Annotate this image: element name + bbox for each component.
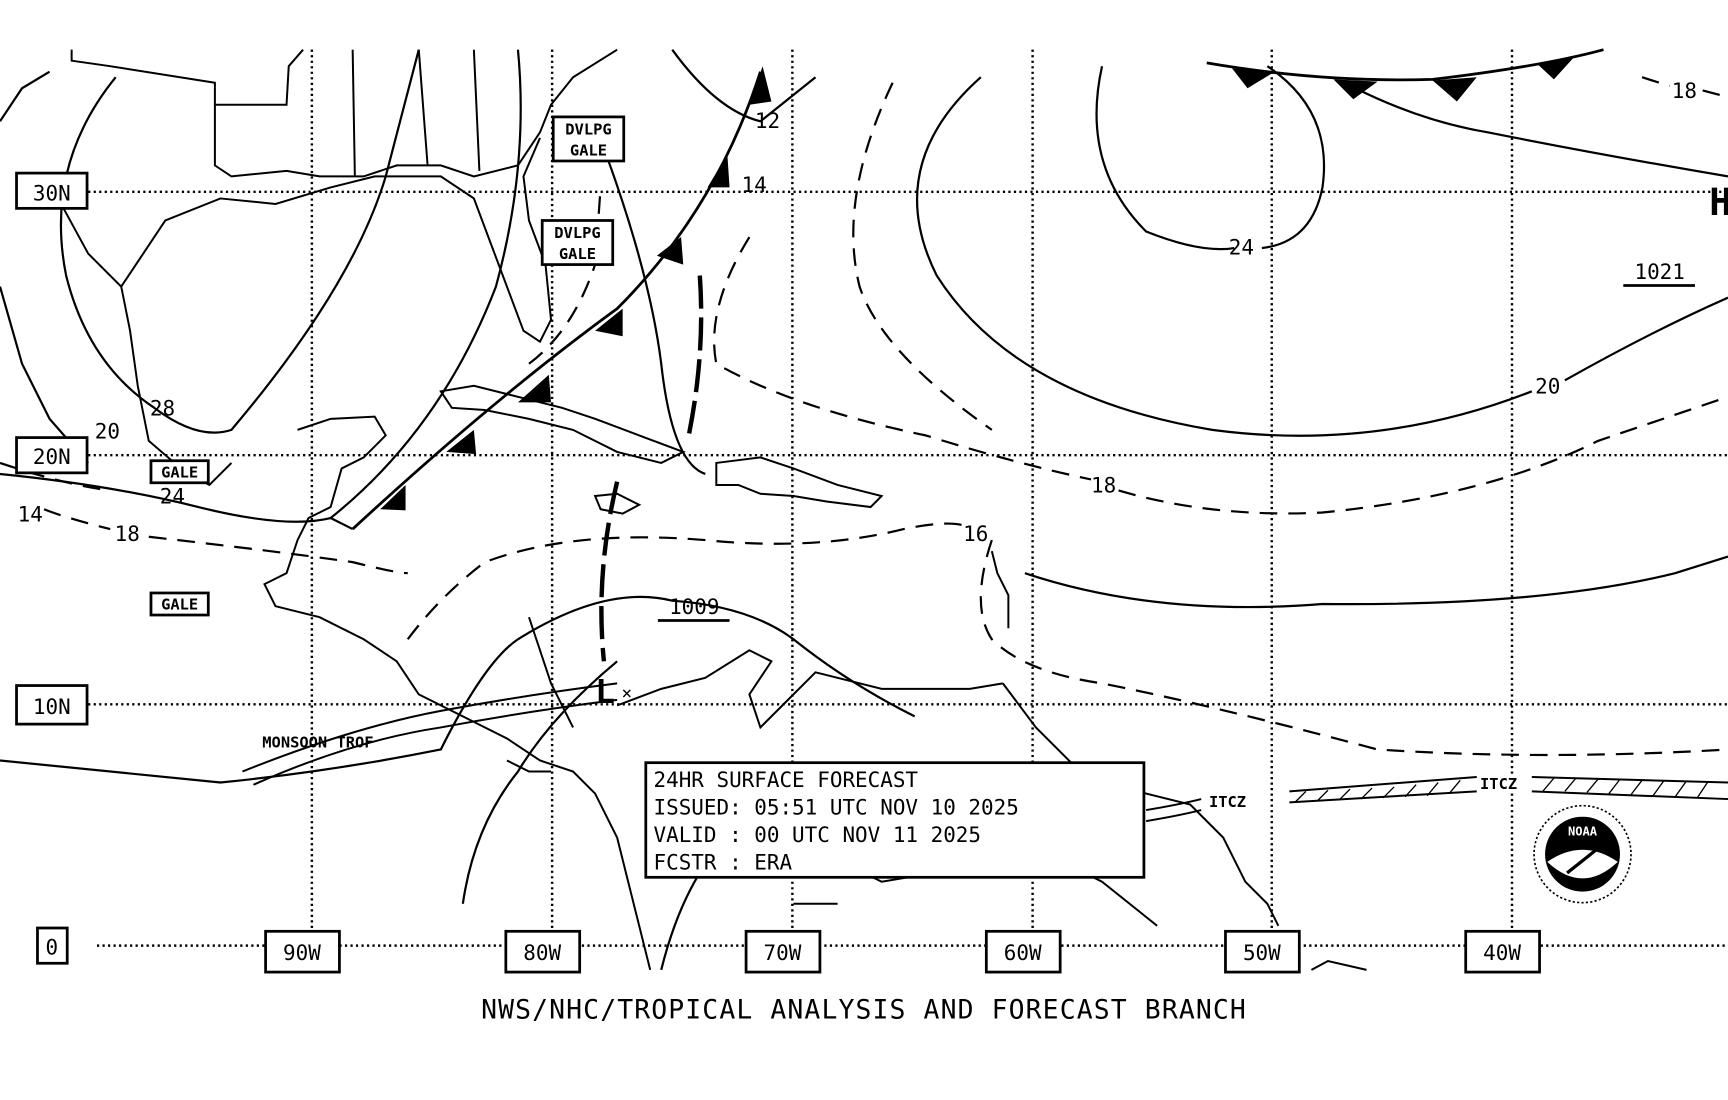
- warning-gale: GALE: [559, 245, 596, 263]
- isobars: [0, 49, 1728, 971]
- isobar-label: 12: [755, 109, 780, 133]
- warning-gale: GALE: [161, 596, 198, 614]
- lat-label-30n: 30N: [33, 182, 71, 206]
- high-symbol: H: [1709, 180, 1728, 224]
- stationary-front: [1206, 48, 1604, 102]
- isobar-label: 14: [742, 173, 767, 197]
- lon-label-50w: 50W: [1243, 941, 1281, 965]
- info-forecaster: FCSTR : ERA: [654, 851, 793, 875]
- cold-front: [351, 66, 772, 531]
- lon-label-40w: 40W: [1483, 941, 1521, 965]
- isobar-label: 18: [115, 522, 140, 546]
- high-pressure-value: 1021: [1634, 260, 1684, 284]
- itcz-label: ITCZ: [1209, 793, 1246, 811]
- monsoon-trough: [242, 682, 618, 786]
- itcz: [1145, 776, 1728, 823]
- itcz-label: ITCZ: [1480, 775, 1517, 793]
- lon-label-90w: 90W: [283, 941, 321, 965]
- isobar-label: 24: [1229, 236, 1254, 260]
- gale-warnings: DVLPG GALE DVLPG GALE GALE GALE: [149, 115, 626, 617]
- forecast-info-box: 24HR SURFACE FORECAST ISSUED: 05:51 UTC …: [644, 761, 1146, 879]
- latitude-labels: 30N 20N 10N 0: [15, 171, 89, 965]
- isobar-label: 16: [963, 522, 988, 546]
- info-title: 24HR SURFACE FORECAST: [654, 768, 919, 792]
- info-issued: ISSUED: 05:51 UTC NOV 10 2025: [654, 795, 1019, 819]
- isobar-label: 20: [1535, 375, 1560, 399]
- isobar-label: 28: [150, 397, 175, 421]
- low-pressure-value: 1009: [669, 595, 719, 619]
- lon-label-80w: 80W: [523, 941, 561, 965]
- tropical-waves: [599, 275, 704, 662]
- monsoon-trough-label: MONSOON TROF: [262, 733, 373, 751]
- warning-gale: GALE: [161, 463, 198, 481]
- low-cross-icon: ×: [622, 684, 633, 704]
- longitude-labels: 90W 80W 70W 60W 50W 40W: [264, 929, 1541, 974]
- isobar-label: 18: [1091, 474, 1116, 498]
- isobar-label: 18: [1672, 79, 1697, 103]
- lon-label-60w: 60W: [1004, 941, 1042, 965]
- isobar-label: 14: [18, 502, 43, 526]
- warning-dvlpg: DVLPG: [554, 224, 600, 242]
- lat-label-10n: 10N: [33, 695, 71, 719]
- high-pressure-center: H 1021: [1623, 180, 1728, 287]
- isobar-labels: 12 14 24 20 18 16 18 28 20 24 14 18: [18, 79, 1697, 546]
- isobar-label: 24: [160, 485, 185, 509]
- svg-text:NOAA: NOAA: [1568, 824, 1598, 838]
- lat-label-equator: 0: [45, 935, 58, 959]
- low-symbol: L: [595, 672, 615, 711]
- isobar-label: 20: [95, 420, 120, 444]
- lat-label-20n: 20N: [33, 445, 71, 469]
- warning-gale: GALE: [570, 141, 607, 159]
- lon-label-70w: 70W: [764, 941, 802, 965]
- footer-credit: NWS/NHC/TROPICAL ANALYSIS AND FORECAST B…: [481, 994, 1247, 1025]
- low-pressure-center: L × 1009: [595, 595, 730, 711]
- noaa-logo: NOAA: [1533, 804, 1632, 904]
- warning-dvlpg: DVLPG: [565, 121, 611, 139]
- info-valid: VALID : 00 UTC NOV 11 2025: [654, 823, 982, 847]
